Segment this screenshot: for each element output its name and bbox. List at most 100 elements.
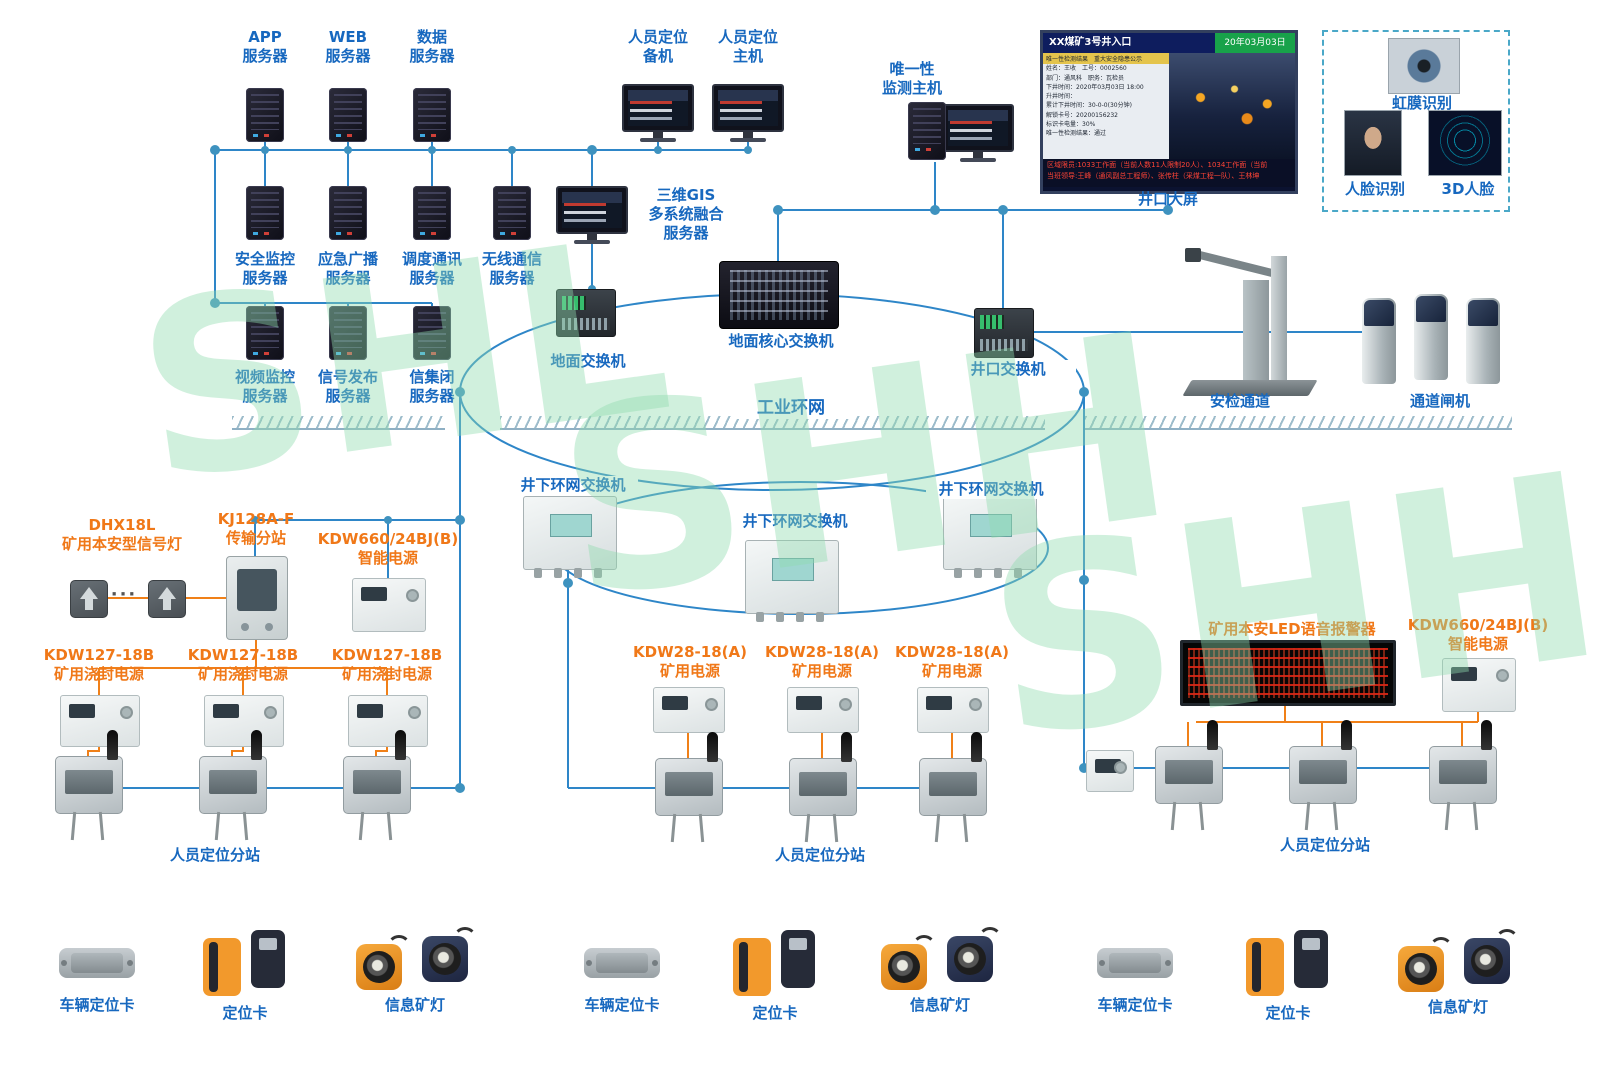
label-sealed-power-2: KDW127-18B 矿用浇封电源 <box>187 646 299 683</box>
label-industrial-ring: 工业环网 <box>732 398 850 420</box>
ellipsis-dots: ··· <box>110 584 138 605</box>
interlock-server-tower <box>413 306 451 360</box>
label-big-screen: 井口大屏 <box>1137 190 1198 208</box>
label-mine-power-1: KDW28-18(A) 矿用电源 <box>633 643 747 680</box>
security-gate <box>1182 236 1318 396</box>
app-server-tower <box>246 88 284 142</box>
label-safety-server: 安全监控 服务器 <box>234 250 295 287</box>
label-vehicle-card-3: 车辆定位卡 <box>1097 996 1173 1014</box>
vehicle-card <box>1097 948 1173 978</box>
label-data-server: 数据 服务器 <box>409 28 455 65</box>
positioning-substation <box>1155 720 1223 831</box>
positioning-substation <box>789 732 857 843</box>
label-loc-card-1: 定位卡 <box>222 1004 268 1022</box>
label-face3d: 3D人脸 <box>1441 180 1495 198</box>
label-gis-server: 三维GIS 多系统融合 服务器 <box>648 186 724 242</box>
screen-info-panel: 唯一性检测结果 重大安全隐患公示 姓名：王收 工号：0002560 部门：通风科… <box>1043 53 1169 159</box>
label-core-switch: 地面核心交换机 <box>698 332 864 351</box>
label-loc-backup: 人员定位 备机 <box>627 28 688 65</box>
kj-transmission-substation <box>226 556 288 640</box>
loc-backup-monitor <box>622 84 694 142</box>
ug-switch-left <box>523 496 617 578</box>
ground-hatch <box>500 416 1045 430</box>
dispatch-server-tower <box>413 186 451 240</box>
junction-box <box>1086 750 1134 792</box>
label-info-lamp-3: 信息矿灯 <box>1427 998 1488 1016</box>
label-ug-switch-mid: 井下环网交换机 <box>730 512 860 531</box>
positioning-substation <box>199 730 267 841</box>
label-wireless-server: 无线通信 服务器 <box>481 250 542 287</box>
label-info-lamp-1: 信息矿灯 <box>384 996 445 1014</box>
ground-hatch <box>232 416 445 430</box>
label-turnstile: 通道闸机 <box>1409 392 1470 410</box>
label-kj-substation: KJ128A-F 传输分站 <box>217 510 295 547</box>
label-mine-power-2: KDW28-18(A) 矿用电源 <box>765 643 879 680</box>
mine-power-1 <box>653 687 725 733</box>
label-sealed-power-1: KDW127-18B 矿用浇封电源 <box>43 646 155 683</box>
label-interlock-server: 信集闭 服务器 <box>409 368 455 405</box>
gis-server-monitor <box>556 186 628 244</box>
positioning-cards <box>733 930 817 996</box>
smart-power-right <box>1442 658 1516 712</box>
smart-power-left <box>352 578 426 632</box>
positioning-substation <box>1289 720 1357 831</box>
label-loc-substation-mid: 人员定位分站 <box>774 846 865 864</box>
label-face: 人脸识别 <box>1344 180 1405 198</box>
iris-image <box>1388 38 1460 94</box>
label-sealed-power-3: KDW127-18B 矿用浇封电源 <box>331 646 443 683</box>
label-security-channel: 安检通道 <box>1209 392 1270 410</box>
label-dispatch-server: 调度通讯 服务器 <box>401 250 462 287</box>
screen-miner-photo <box>1169 53 1295 159</box>
sealed-power-3 <box>348 695 428 747</box>
sealed-power-1 <box>60 695 140 747</box>
positioning-substation <box>655 732 723 843</box>
turnstile <box>1362 294 1514 386</box>
ug-switch-mid <box>745 540 839 622</box>
label-vehicle-card-2: 车辆定位卡 <box>584 996 660 1014</box>
label-smart-power-right: KDW660/24BJ(B) 智能电源 <box>1407 616 1549 653</box>
data-server-tower <box>413 88 451 142</box>
label-loc-substation-left: 人员定位分站 <box>169 846 260 864</box>
ug-switch-right <box>943 496 1037 578</box>
label-wellhead-switch: 井口交换机 <box>940 360 1076 379</box>
loc-main-monitor <box>712 84 784 142</box>
web-server-tower <box>329 88 367 142</box>
info-mine-lamps <box>356 927 477 994</box>
label-signal-server: 信号发布 服务器 <box>317 368 378 405</box>
vehicle-card <box>584 948 660 978</box>
wellhead-big-screen: XX煤矿3号井入口 20年03月03日 唯一性检测结果 重大安全隐患公示 姓名：… <box>1040 30 1298 194</box>
safety-server-tower <box>246 186 284 240</box>
positioning-substation <box>919 732 987 843</box>
label-info-lamp-2: 信息矿灯 <box>909 996 970 1014</box>
sealed-power-2 <box>204 695 284 747</box>
label-loc-card-2: 定位卡 <box>752 1004 798 1022</box>
info-mine-lamps <box>1398 929 1519 996</box>
label-broadcast-server: 应急广播 服务器 <box>317 250 378 287</box>
label-ug-switch-right: 井下环网交换机 <box>926 480 1056 499</box>
label-unique-host: 唯一性 监测主机 <box>881 60 942 97</box>
label-loc-card-3: 定位卡 <box>1265 1004 1311 1022</box>
vehicle-card <box>59 948 135 978</box>
label-led-alarm: 矿用本安LED语音报警器 <box>1208 620 1376 638</box>
info-mine-lamps <box>881 927 1002 994</box>
label-loc-substation-right: 人员定位分站 <box>1279 836 1370 854</box>
label-loc-main: 人员定位 主机 <box>717 28 778 65</box>
recognition-panel <box>1322 30 1510 212</box>
ground-hatch <box>1085 416 1512 430</box>
face3d-image <box>1428 110 1502 176</box>
positioning-substation <box>55 730 123 841</box>
broadcast-server-tower <box>329 186 367 240</box>
label-iris: 虹膜识别 <box>1391 94 1452 112</box>
video-server-tower <box>246 306 284 360</box>
mine-power-3 <box>917 687 989 733</box>
wireless-server-tower <box>493 186 531 240</box>
signal-light-2 <box>148 580 186 618</box>
positioning-cards <box>203 930 287 996</box>
unique-host-tower <box>908 102 946 160</box>
label-web-server: WEB 服务器 <box>325 28 371 65</box>
label-ground-switch: 地面交换机 <box>520 352 656 371</box>
led-voice-alarm <box>1180 640 1396 706</box>
ground-switch <box>556 289 616 337</box>
